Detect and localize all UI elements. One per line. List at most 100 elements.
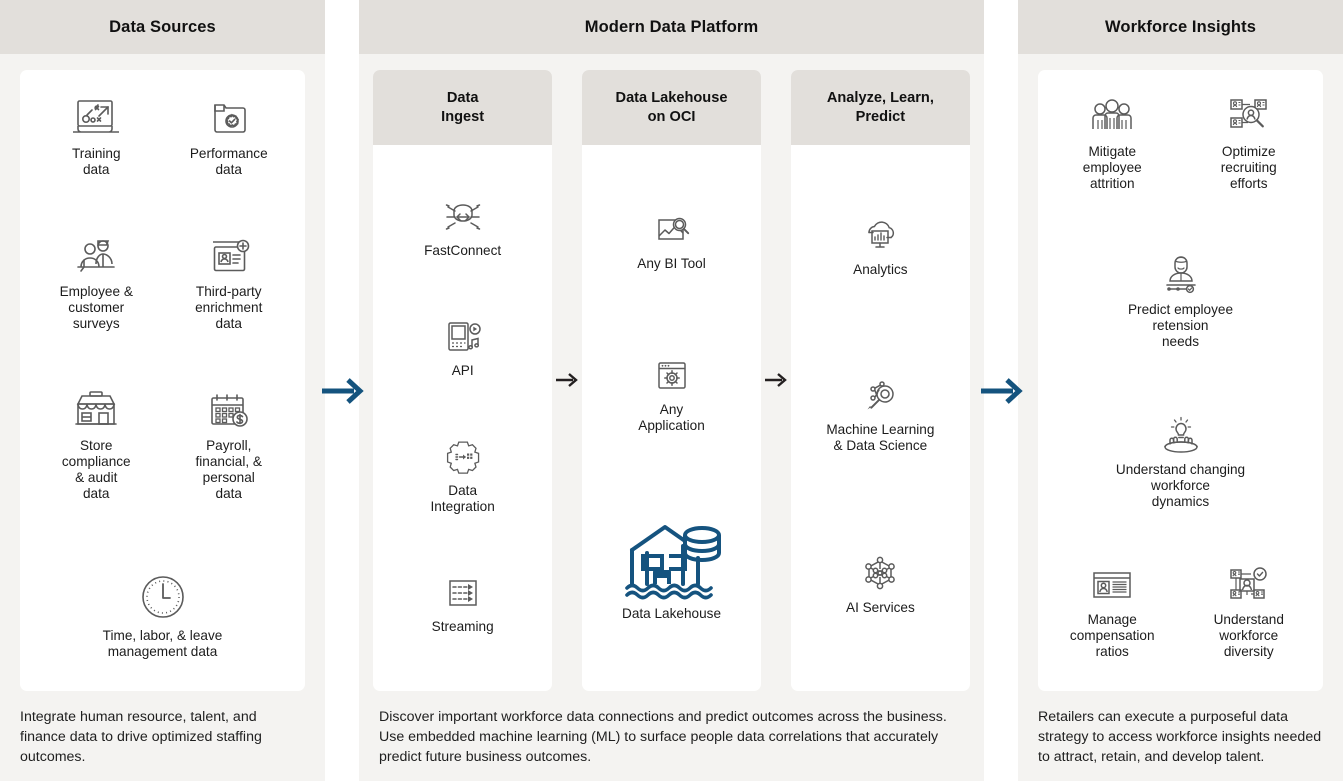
source-item-third-party-enrichment[interactable]: Third-party enrichment data bbox=[163, 234, 295, 362]
column-title-data-ingest: Data Ingest bbox=[373, 70, 553, 146]
data-integration-icon bbox=[439, 437, 487, 477]
recruiting-search-icon bbox=[1221, 96, 1277, 138]
platform-footnote: Discover important workforce data connec… bbox=[379, 708, 947, 765]
platform-item-ai-services[interactable]: AI Services bbox=[797, 552, 963, 616]
insight-item-predict-retention[interactable]: Predict employee retension needs bbox=[1116, 254, 1246, 380]
platform-item-fastconnect[interactable]: FastConnect bbox=[380, 197, 546, 259]
any-application-icon bbox=[648, 356, 696, 396]
training-data-icon bbox=[70, 96, 122, 140]
insight-item-workforce-diversity[interactable]: Understand workforce diversity bbox=[1184, 566, 1314, 690]
source-label: Employee & customer surveys bbox=[59, 284, 133, 331]
arrow-gap-lakehouse-analyze bbox=[761, 70, 791, 691]
platform-column-data-ingest: Data Ingest FastConnect bbox=[373, 70, 553, 691]
third-party-enrichment-icon bbox=[203, 234, 255, 278]
platform-item-streaming[interactable]: Streaming bbox=[380, 573, 546, 635]
source-label: Training data bbox=[71, 146, 121, 177]
column-title-analyze-learn-predict: Analyze, Learn, Predict bbox=[790, 70, 971, 146]
performance-data-icon bbox=[203, 96, 255, 140]
arrow-right-large-icon bbox=[320, 375, 364, 407]
machine-learning-icon bbox=[856, 376, 904, 416]
arrow-gap-ingest-lakehouse bbox=[552, 70, 582, 691]
platform-column-data-lakehouse-oci: Data Lakehouse on OCI Any bbox=[581, 70, 762, 691]
source-item-payroll[interactable]: Payroll, financial, & personal data bbox=[163, 388, 295, 532]
insight-item-optimize-recruiting[interactable]: Optimize recruiting efforts bbox=[1184, 96, 1314, 222]
predict-retention-icon bbox=[1155, 254, 1207, 296]
insight-item-workforce-dynamics[interactable]: Understand changing workforce dynamics bbox=[1116, 412, 1246, 540]
insight-label: Predict employee retension needs bbox=[1127, 302, 1234, 349]
panel-workforce-insights: Workforce Insights bbox=[1018, 0, 1343, 781]
arrow-right-large-icon bbox=[979, 375, 1023, 407]
ai-services-icon bbox=[856, 552, 904, 594]
column-body-data-lakehouse-oci: Any BI Tool bbox=[582, 145, 761, 690]
panel-body-workforce-insights: Mitigate employee attrition bbox=[1018, 54, 1343, 691]
data-sources-footnote: Integrate human resource, talent, and fi… bbox=[20, 708, 262, 765]
platform-item-label: Data Integration bbox=[430, 483, 495, 515]
platform-item-label: Streaming bbox=[431, 619, 494, 635]
platform-item-label: FastConnect bbox=[424, 242, 502, 258]
people-group-icon bbox=[1084, 96, 1140, 138]
column-title-data-lakehouse-oci: Data Lakehouse on OCI bbox=[581, 70, 762, 146]
fastconnect-icon bbox=[439, 197, 487, 237]
panel-data-sources: Data Sources Tr bbox=[0, 0, 325, 781]
platform-item-any-application[interactable]: Any Application bbox=[589, 356, 755, 434]
platform-item-data-lakehouse[interactable]: Data Lakehouse bbox=[589, 518, 755, 622]
source-label: Store compliance & audit data bbox=[61, 438, 131, 501]
insight-label: Understand workforce diversity bbox=[1213, 612, 1284, 659]
insight-item-manage-compensation[interactable]: Manage compensation ratios bbox=[1047, 566, 1177, 690]
insight-item-mitigate-attrition[interactable]: Mitigate employee attrition bbox=[1047, 96, 1177, 222]
surveys-icon bbox=[68, 234, 124, 278]
data-lakehouse-icon bbox=[617, 518, 727, 600]
panel-modern-data-platform: Modern Data Platform Data Ingest bbox=[359, 0, 984, 781]
source-label: Third-party enrichment data bbox=[195, 284, 263, 331]
panel-title-workforce-insights: Workforce Insights bbox=[1018, 0, 1343, 54]
insight-label: Optimize recruiting efforts bbox=[1220, 144, 1277, 191]
arrow-gap-sources-platform bbox=[322, 0, 364, 781]
platform-item-label: AI Services bbox=[846, 599, 915, 615]
platform-column-analyze-learn-predict: Analyze, Learn, Predict bbox=[790, 70, 971, 691]
data-sources-card: Training data Performance data bbox=[20, 70, 305, 691]
source-item-surveys[interactable]: Employee & customer surveys bbox=[30, 234, 162, 362]
diversity-network-icon bbox=[1222, 566, 1276, 606]
panel-body-data-sources: Training data Performance data bbox=[0, 54, 325, 691]
clock-icon bbox=[136, 572, 190, 622]
column-body-data-ingest: FastConnect bbox=[373, 145, 552, 690]
workforce-insights-footnote: Retailers can execute a purposeful data … bbox=[1038, 708, 1322, 765]
platform-item-label: Machine Learning & Data Science bbox=[826, 422, 935, 453]
streaming-icon bbox=[439, 573, 487, 613]
insight-label: Mitigate employee attrition bbox=[1082, 144, 1142, 191]
source-label: Performance data bbox=[189, 146, 268, 177]
platform-item-machine-learning[interactable]: Machine Learning & Data Science bbox=[797, 376, 963, 454]
insight-label: Manage compensation ratios bbox=[1069, 612, 1155, 659]
analytics-icon bbox=[856, 216, 904, 256]
panel-title-modern-data-platform: Modern Data Platform bbox=[359, 0, 984, 54]
arrow-right-small-icon bbox=[764, 371, 788, 389]
platform-item-label: Data Lakehouse bbox=[622, 606, 722, 622]
platform-item-label: Analytics bbox=[853, 262, 908, 278]
arrow-right-small-icon bbox=[555, 371, 579, 389]
source-item-time-labor-leave[interactable]: Time, labor, & leave management data bbox=[97, 572, 229, 690]
lightbulb-table-icon bbox=[1154, 412, 1208, 456]
bi-tool-icon bbox=[648, 210, 696, 250]
store-compliance-icon bbox=[70, 388, 122, 432]
payroll-calendar-icon bbox=[203, 388, 255, 432]
insight-label: Understand changing workforce dynamics bbox=[1115, 462, 1246, 509]
column-body-analyze-learn-predict: Analytics bbox=[791, 145, 970, 690]
platform-item-data-integration[interactable]: Data Integration bbox=[380, 437, 546, 515]
source-label: Payroll, financial, & personal data bbox=[195, 438, 263, 501]
platform-item-label: Any BI Tool bbox=[637, 255, 706, 271]
arrow-gap-platform-insights bbox=[981, 0, 1023, 781]
platform-item-any-bi-tool[interactable]: Any BI Tool bbox=[589, 210, 755, 272]
platform-item-api[interactable]: API bbox=[380, 317, 546, 379]
source-label: Time, labor, & leave management data bbox=[102, 628, 223, 659]
platform-item-label: API bbox=[451, 362, 474, 378]
platform-item-label: Any Application bbox=[638, 402, 705, 433]
compensation-card-icon bbox=[1086, 566, 1138, 606]
source-item-store-compliance[interactable]: Store compliance & audit data bbox=[30, 388, 162, 532]
source-item-training-data[interactable]: Training data bbox=[30, 96, 162, 208]
workforce-insights-card: Mitigate employee attrition bbox=[1038, 70, 1323, 691]
platform-columns: Data Ingest FastConnect bbox=[359, 54, 984, 691]
source-item-performance-data[interactable]: Performance data bbox=[163, 96, 295, 208]
api-icon bbox=[439, 317, 487, 357]
platform-item-analytics[interactable]: Analytics bbox=[797, 216, 963, 278]
